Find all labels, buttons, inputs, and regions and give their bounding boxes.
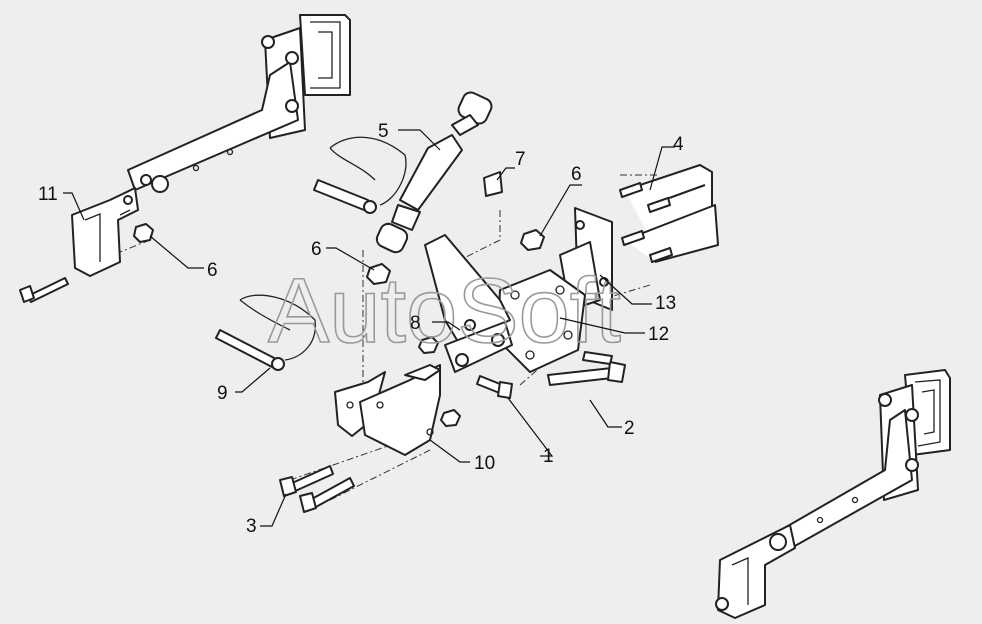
lift-arm-bottom-right [715, 369, 951, 619]
callout-3: 3 [246, 516, 257, 537]
callout-8: 9 [217, 383, 228, 404]
bolts-part-3 [279, 465, 355, 513]
callout-1: 1 [543, 446, 554, 467]
bolt-part-2 [547, 351, 626, 386]
bolt-left [19, 277, 69, 303]
callout-12: 12 [648, 324, 669, 345]
leader-lines [63, 129, 675, 527]
callout-6-upper-right: 6 [571, 164, 582, 185]
pin-with-chain-top [313, 136, 407, 214]
watermark: AutoSoft [268, 260, 621, 362]
nut-6-left [133, 223, 154, 243]
bracket-part-11 [334, 364, 441, 456]
callout-11: 10 [474, 453, 495, 474]
callout-7: 8 [410, 313, 421, 334]
bracket-part-10 [71, 187, 139, 277]
bushing-part-9 [483, 171, 503, 197]
nut-small-center [418, 336, 439, 354]
lift-arm-top-left [127, 14, 351, 193]
callout-4: 4 [673, 134, 684, 155]
callout-labels: 5 7 6 4 11 6 6 8 13 12 2 1 10 9 3 [38, 121, 684, 537]
callout-13: 13 [655, 293, 676, 314]
callout-10: 11 [38, 184, 58, 205]
nut-6-right [520, 229, 545, 251]
top-link-part-5 [375, 91, 493, 254]
callout-6-left: 6 [207, 260, 218, 281]
callout-6-center: 6 [311, 239, 322, 260]
nut-near-11 [440, 409, 461, 427]
callout-9: 7 [515, 149, 526, 170]
callout-5: 5 [378, 121, 389, 142]
callout-2: 2 [624, 418, 635, 439]
link-part-7 [424, 234, 513, 373]
pin-part-8 [215, 294, 316, 371]
u-bolts-part-4 [619, 164, 719, 263]
bolt-part-1 [476, 375, 513, 399]
